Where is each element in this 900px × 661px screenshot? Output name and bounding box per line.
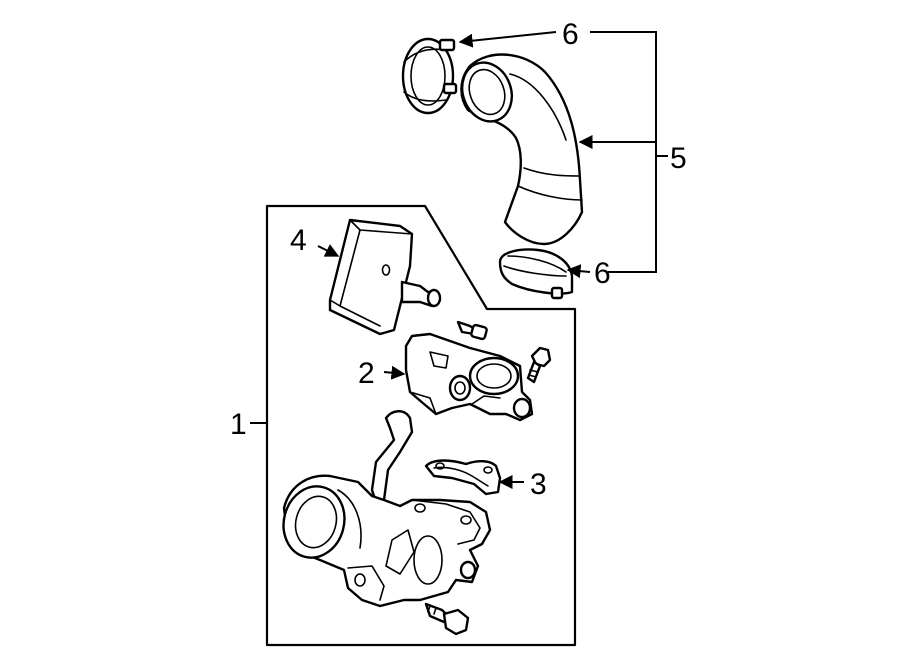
throttle-control-module[interactable] [328, 218, 442, 336]
bolt-bottom[interactable] [424, 602, 470, 636]
callout-6-bottom[interactable]: 6 [594, 257, 611, 290]
throttle-body[interactable] [404, 332, 534, 422]
leader-4 [317, 244, 340, 257]
callout-3[interactable]: 3 [530, 468, 547, 501]
leader-6-bottom [566, 264, 591, 279]
intake-elbow-housing[interactable] [276, 410, 492, 608]
air-intake-hose[interactable] [454, 53, 584, 246]
callout-2[interactable]: 2 [358, 357, 375, 390]
hose-clamp-top[interactable] [401, 37, 458, 115]
callout-5[interactable]: 5 [670, 142, 687, 175]
callout-1[interactable]: 1 [230, 408, 247, 441]
assembly-outline [265, 204, 577, 647]
bolt-small-upper[interactable] [456, 320, 488, 341]
hose-clamp-bottom[interactable] [498, 248, 574, 300]
leader-2 [383, 365, 406, 380]
bolt-right[interactable] [526, 346, 552, 384]
gasket[interactable] [424, 459, 502, 496]
leader-5-bracket [590, 31, 657, 273]
callout-4[interactable]: 4 [290, 224, 307, 257]
leader-6-top [458, 31, 557, 48]
callout-6-top[interactable]: 6 [562, 18, 579, 51]
